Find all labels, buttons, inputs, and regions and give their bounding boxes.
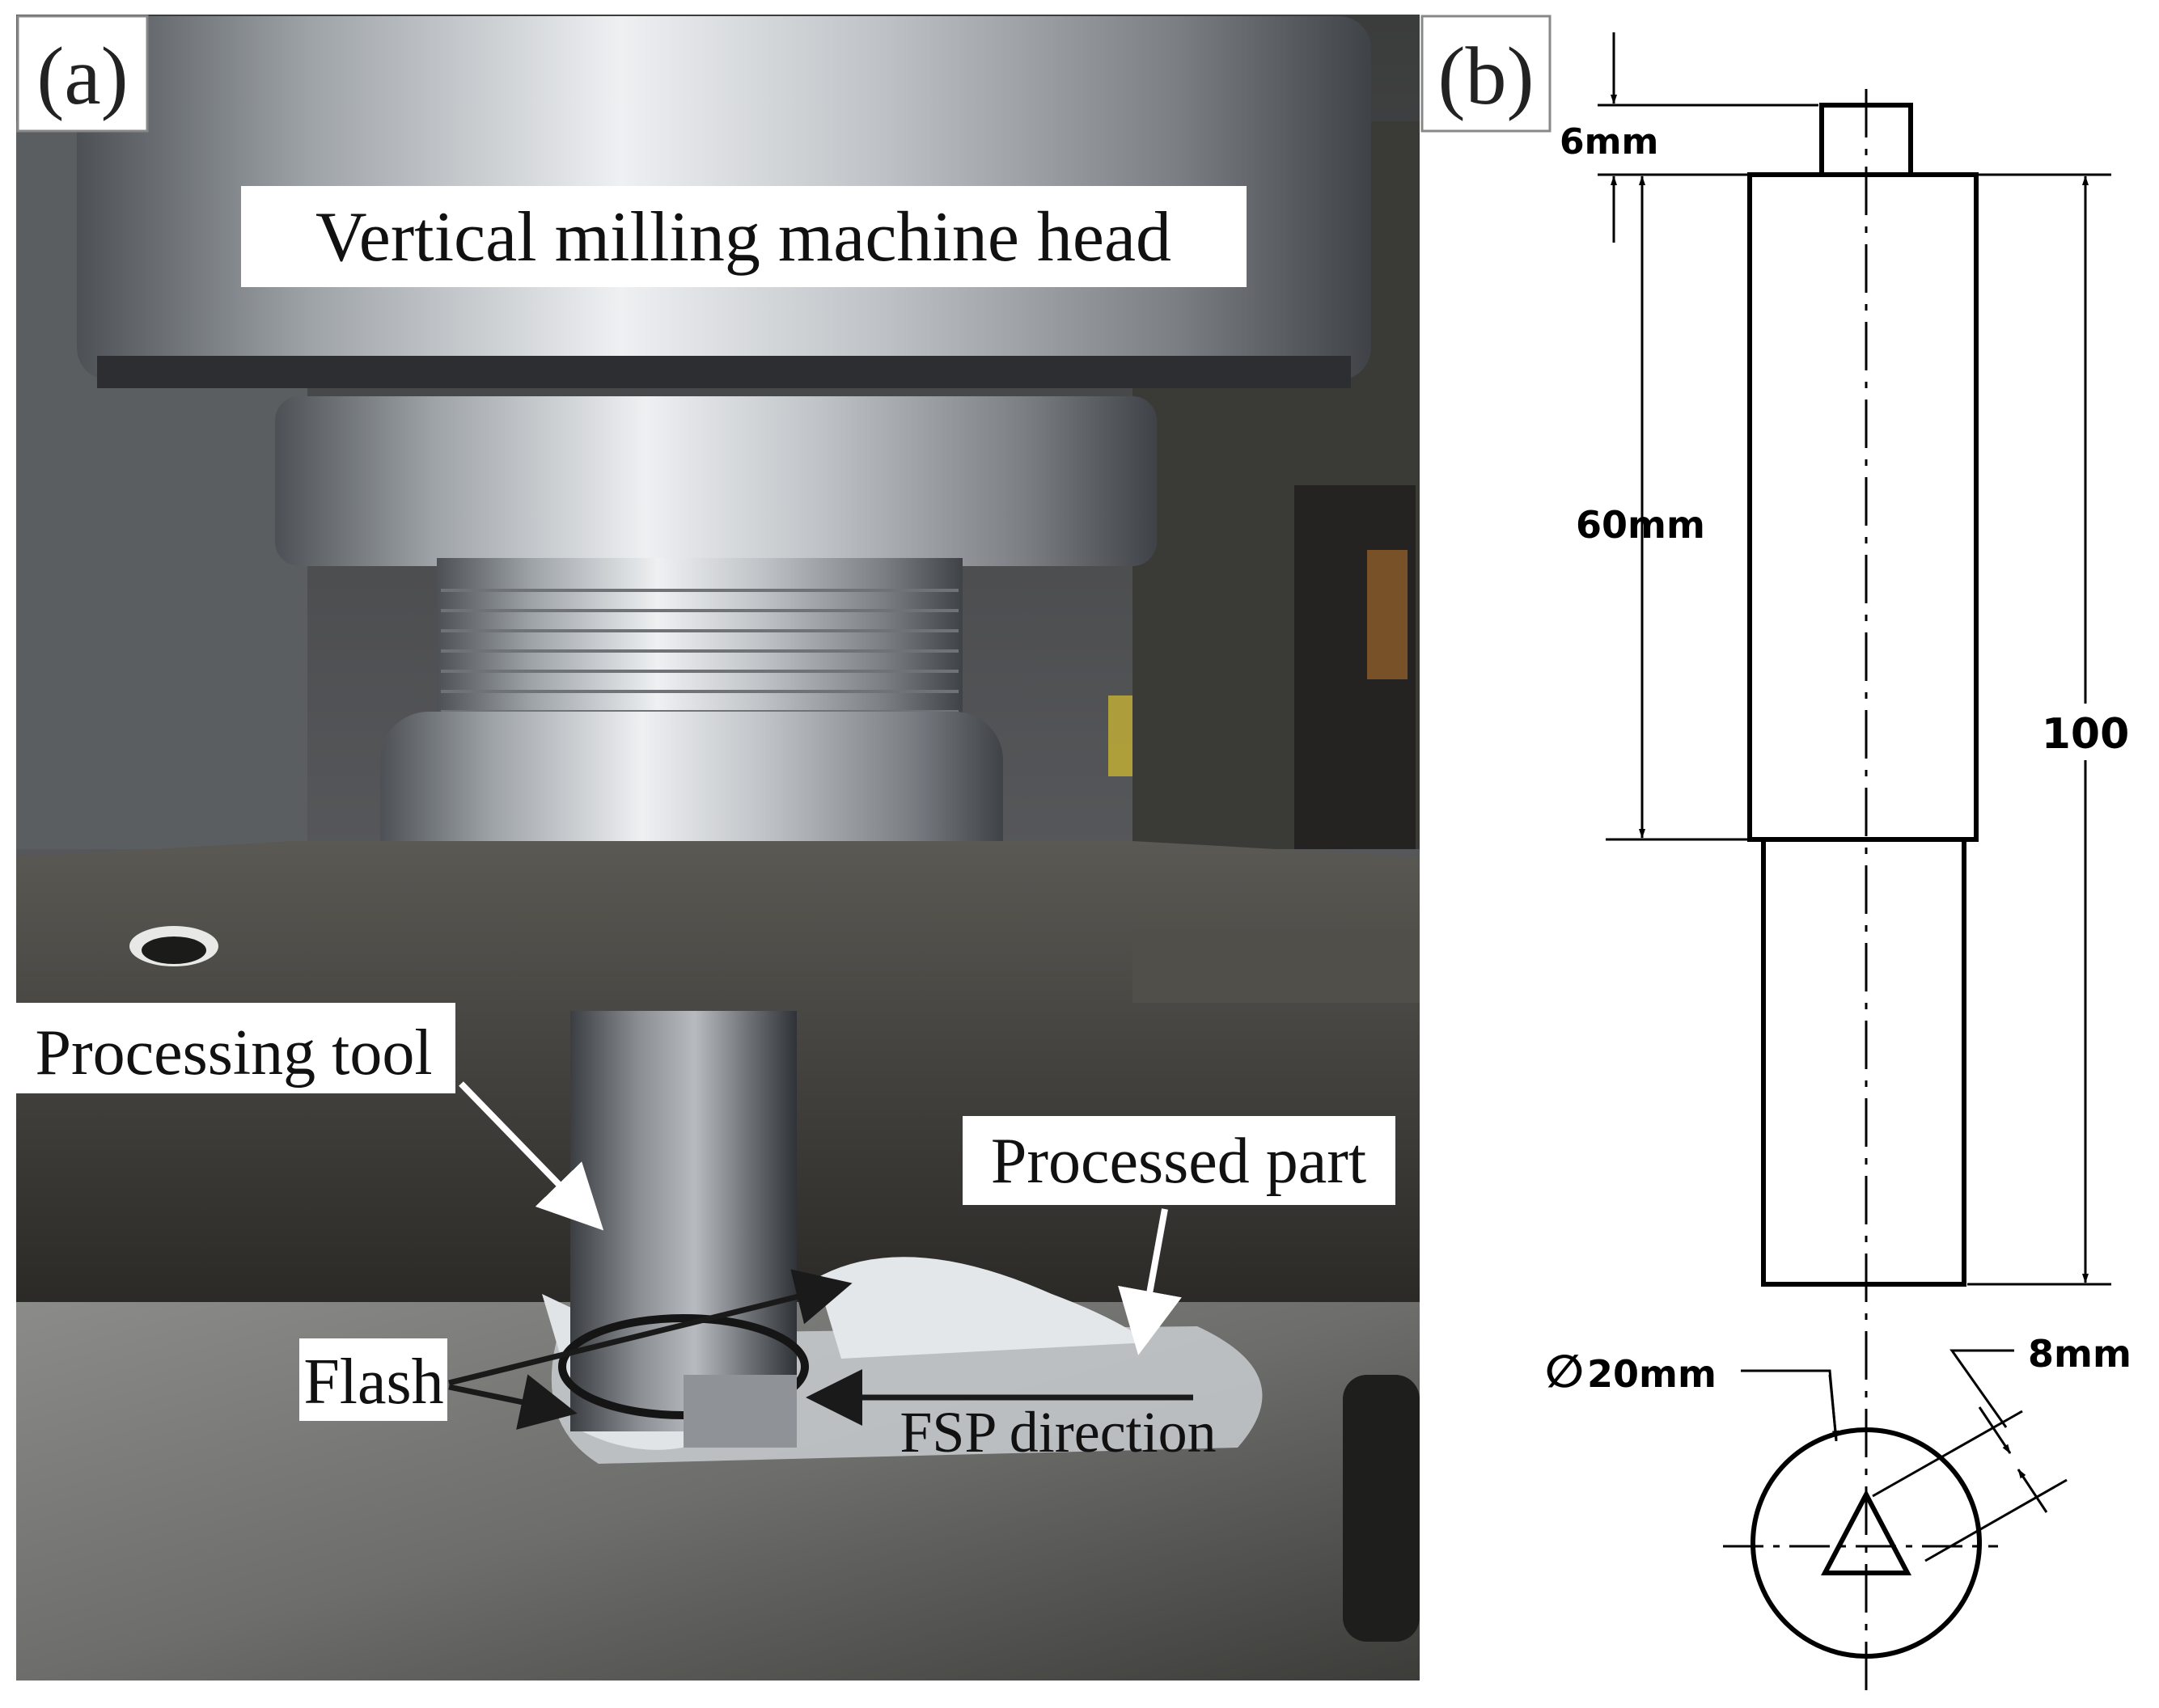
dimension-pin-length	[1598, 32, 1818, 243]
dimension-pin-size	[1872, 1349, 2068, 1562]
label-processing-tool: Processing tool	[12, 1003, 455, 1093]
label-flash-text: Flash	[303, 1347, 443, 1418]
arrow-flash-lower	[448, 1374, 578, 1430]
arrow-flash-upper	[448, 1269, 853, 1386]
label-flash: Flash	[299, 1338, 447, 1421]
dim-diameter-text: 20mm	[1587, 1352, 1717, 1396]
dimension-total-length	[1967, 173, 2111, 1286]
dim-total-length-text: 100	[2042, 710, 2130, 759]
panel-b-drawing: (b) 6mm 60mm 100	[1420, 15, 2131, 1690]
tool-shank	[1761, 837, 1966, 1287]
label-processed-part: Processed part	[963, 1116, 1395, 1205]
arrow-processing-tool	[459, 1081, 604, 1231]
label-machine-head-text: Vertical milling machine head	[315, 198, 1171, 277]
dim-shoulder-length-text: 60mm	[1576, 503, 1705, 547]
processing-tool-shank	[570, 1011, 797, 1431]
label-machine-head: Vertical milling machine head	[241, 186, 1247, 287]
panel-a-label-text: (a)	[36, 31, 128, 122]
panel-a-label: (a)	[16, 15, 149, 133]
end-view-triangle-pin	[1821, 1489, 1911, 1575]
label-processed-part-text: Processed part	[991, 1126, 1366, 1197]
dimension-shoulder-length	[1606, 175, 1747, 841]
panel-b-label: (b)	[1420, 15, 1552, 133]
dim-pin-length-text: 6mm	[1560, 121, 1658, 163]
arrow-processed-part	[1118, 1208, 1182, 1355]
tool-shoulder	[1747, 172, 1979, 842]
panel-a-photo: Vertical milling machine head Processing…	[12, 15, 1420, 1681]
spindle-ring	[275, 396, 1157, 566]
dimension-diameter	[1741, 1369, 1839, 1442]
dim-pin-size-text: 8mm	[2028, 1332, 2131, 1376]
end-view-circle	[1750, 1427, 1982, 1659]
label-fsp-direction-text: FSP direction	[900, 1400, 1216, 1465]
panel-b-label-text: (b)	[1438, 31, 1535, 122]
label-processing-tool-text: Processing tool	[35, 1017, 432, 1089]
dim-diameter-symbol: ∅	[1545, 1346, 1584, 1398]
